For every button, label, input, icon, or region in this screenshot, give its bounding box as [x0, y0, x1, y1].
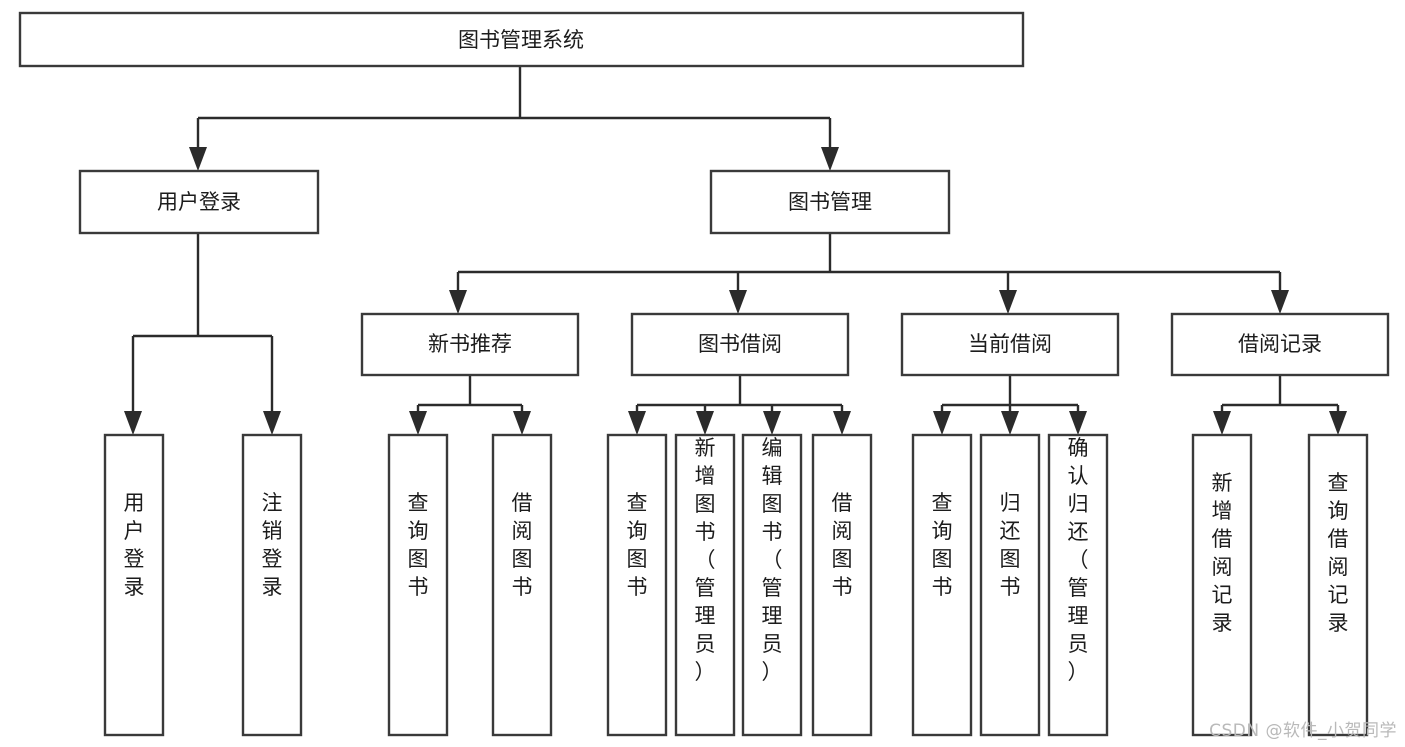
leaf-query-book-1-label: 查询图书: [408, 491, 429, 599]
node-new-book-recommend[interactable]: 新书推荐: [360, 312, 580, 377]
leaf-query-book-1[interactable]: 查询图书: [387, 433, 449, 737]
arrow-to-leaf-confirm-return: [1069, 411, 1087, 435]
arrow-to-current-borrow: [999, 290, 1017, 314]
arrow-to-leaf-borrow-book-2: [833, 411, 851, 435]
arrow-to-leaf-borrow-book-1: [513, 411, 531, 435]
leaf-user-login[interactable]: 用户登录: [103, 433, 165, 737]
leaf-borrow-book-2[interactable]: 借阅图书: [811, 433, 873, 737]
leaf-user-login-label: 用户登录: [124, 491, 145, 599]
leaf-borrow-book-2-label: 借阅图书: [832, 491, 853, 599]
arrow-to-borrow-record: [1271, 290, 1289, 314]
node-current-borrow-box[interactable]: [900, 312, 1120, 377]
node-root-label: 图书管理系统: [458, 28, 584, 52]
csdn-watermark: CSDN @软件_小贺同学: [1209, 721, 1397, 741]
arrow-to-leaf-add-record: [1213, 411, 1231, 435]
leaf-borrow-book-1[interactable]: 借阅图书: [491, 433, 553, 737]
leaf-query-record-label: 查询借阅记录: [1328, 471, 1349, 635]
node-book-manage-box[interactable]: [709, 169, 951, 235]
leaf-add-record-box[interactable]: [1191, 433, 1253, 737]
leaf-return-book-box[interactable]: [979, 433, 1041, 737]
leaf-query-book-2[interactable]: 查询图书: [606, 433, 668, 737]
arrow-to-book-manage: [821, 147, 839, 171]
leaf-edit-book-box[interactable]: [741, 433, 803, 737]
node-book-borrow-box[interactable]: [630, 312, 850, 377]
connector-user-login-trunk: [131, 233, 274, 415]
connector-root-trunk: [196, 66, 832, 152]
leaf-edit-book[interactable]: 编辑图书（管理员）: [741, 433, 803, 737]
leaf-query-record[interactable]: 查询借阅记录: [1307, 433, 1369, 737]
connector-book-borrow-trunk: [635, 375, 844, 417]
node-book-borrow-label: 图书借阅: [698, 332, 782, 356]
connector-layer: [124, 66, 1347, 435]
leaf-borrow-book-2-box[interactable]: [811, 433, 873, 737]
node-root-box[interactable]: [18, 11, 1025, 68]
leaf-query-book-2-box[interactable]: [606, 433, 668, 737]
leaf-user-logout-box[interactable]: [241, 433, 303, 737]
connector-current-borrow-trunk: [940, 375, 1080, 417]
arrow-to-new-book-recommend: [449, 290, 467, 314]
connector-new-book-recommend-trunk: [416, 375, 524, 417]
node-book-manage-label: 图书管理: [788, 190, 872, 214]
leaf-return-book-label: 归还图书: [1000, 491, 1021, 599]
node-user-login-label: 用户登录: [157, 190, 241, 214]
leaf-edit-book-label: 编辑图书（管理员）: [762, 436, 783, 684]
leaf-user-logout[interactable]: 注销登录: [241, 433, 303, 737]
node-user-login[interactable]: 用户登录: [78, 169, 320, 235]
node-root[interactable]: 图书管理系统: [18, 11, 1025, 68]
leaf-confirm-return-box[interactable]: [1047, 433, 1109, 737]
connector-borrow-record-trunk: [1220, 375, 1340, 417]
leaf-confirm-return-label: 确认归还（管理员）: [1068, 436, 1089, 684]
arrow-to-leaf-query-book-3: [933, 411, 951, 435]
node-borrow-record[interactable]: 借阅记录: [1170, 312, 1390, 377]
leaf-add-book[interactable]: 新增图书（管理员）: [674, 433, 736, 737]
leaf-query-record-box[interactable]: [1307, 433, 1369, 737]
arrow-to-leaf-add-book: [696, 411, 714, 435]
node-borrow-record-label: 借阅记录: [1238, 332, 1322, 356]
node-new-book-recommend-label: 新书推荐: [428, 332, 512, 356]
leaf-query-book-3[interactable]: 查询图书: [911, 433, 973, 737]
node-current-borrow[interactable]: 当前借阅: [900, 312, 1120, 377]
leaf-query-book-2-label: 查询图书: [627, 491, 648, 599]
node-borrow-record-box[interactable]: [1170, 312, 1390, 377]
leaf-user-login-box[interactable]: [103, 433, 165, 737]
leaf-return-book[interactable]: 归还图书: [979, 433, 1041, 737]
arrow-to-leaf-user-login: [124, 411, 142, 435]
leaf-query-book-1-box[interactable]: [387, 433, 449, 737]
arrow-to-leaf-return-book: [1001, 411, 1019, 435]
leaf-query-book-3-box[interactable]: [911, 433, 973, 737]
connector-book-manage-trunk: [456, 233, 1282, 296]
node-book-manage[interactable]: 图书管理: [709, 169, 951, 235]
leaf-add-book-label: 新增图书（管理员）: [695, 436, 716, 684]
leaf-add-record[interactable]: 新增借阅记录: [1191, 433, 1253, 737]
arrow-to-leaf-query-record: [1329, 411, 1347, 435]
leaf-add-record-label: 新增借阅记录: [1212, 471, 1233, 635]
node-current-borrow-label: 当前借阅: [968, 332, 1052, 356]
leaf-add-book-box[interactable]: [674, 433, 736, 737]
leaf-borrow-book-1-box[interactable]: [491, 433, 553, 737]
leaf-user-logout-label: 注销登录: [262, 491, 283, 599]
leaf-query-book-3-label: 查询图书: [932, 491, 953, 599]
arrow-to-book-borrow: [729, 290, 747, 314]
arrow-to-leaf-query-book-2: [628, 411, 646, 435]
arrow-to-leaf-edit-book: [763, 411, 781, 435]
leaf-confirm-return[interactable]: 确认归还（管理员）: [1047, 433, 1109, 737]
arrow-to-leaf-query-book-1: [409, 411, 427, 435]
leaf-borrow-book-1-label: 借阅图书: [512, 491, 533, 599]
arrow-to-leaf-user-logout: [263, 411, 281, 435]
node-new-book-recommend-box[interactable]: [360, 312, 580, 377]
node-book-borrow[interactable]: 图书借阅: [630, 312, 850, 377]
node-user-login-box[interactable]: [78, 169, 320, 235]
arrow-to-user-login: [189, 147, 207, 171]
